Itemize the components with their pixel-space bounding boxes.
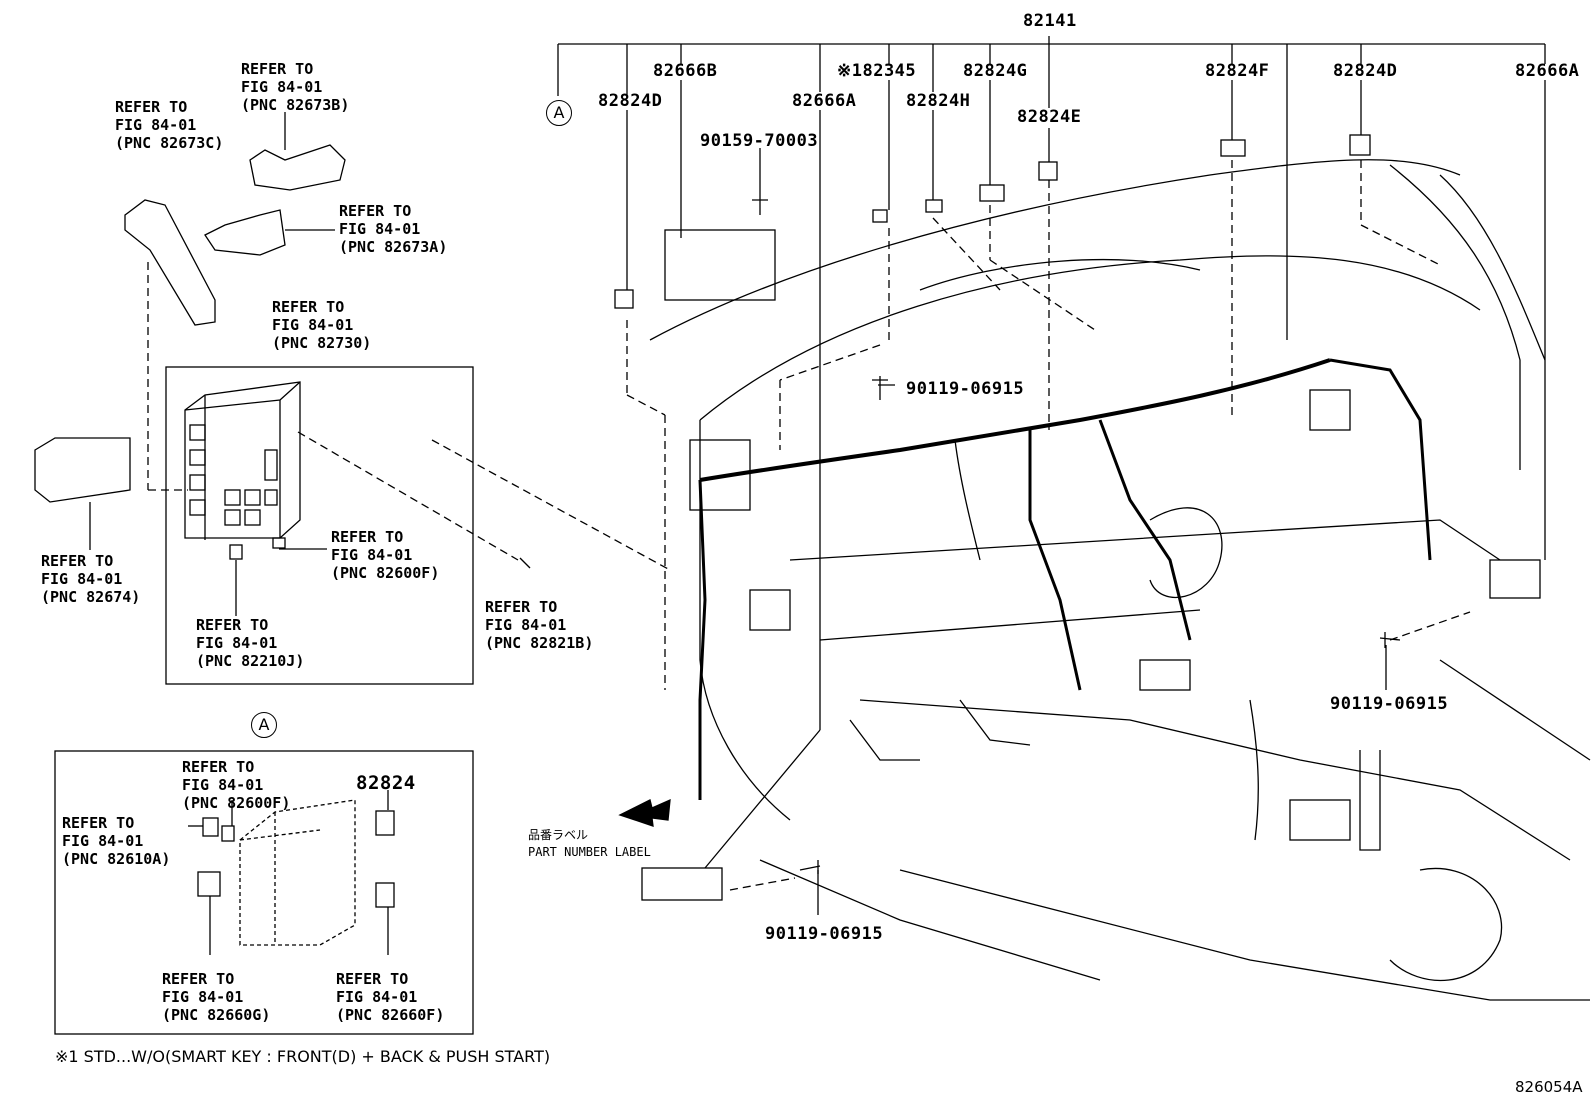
junction-block-drawing [184, 381, 327, 616]
detail-a-frame [54, 750, 474, 1035]
callout-82824-inset: 82824 [356, 772, 416, 794]
callout-82141: 82141 [1023, 11, 1077, 31]
callout-90159-70003: 90159-70003 [700, 131, 819, 151]
bolt-icons [752, 195, 1401, 874]
dashboard-sketch [614, 134, 1591, 1001]
callout-82824d-left: 82824D [598, 91, 663, 111]
callout-82824d-top: 82824D [1333, 61, 1398, 81]
circle-marker-a-detail: A [251, 712, 277, 738]
callout-90119-06915-a: 90119-06915 [906, 379, 1025, 399]
fuse-box-frame [165, 366, 474, 685]
callout-82824e: 82824E [1017, 107, 1082, 127]
footnote: ※1 STD...W/O(SMART KEY : FRONT(D) + BACK… [55, 1047, 551, 1066]
detail-a-connectors [188, 790, 395, 955]
callout-leaders [626, 80, 1546, 915]
callout-82666a-mid: 82666A [792, 91, 857, 111]
callout-82824f: 82824F [1205, 61, 1270, 81]
part-label-jp: 品番ラベル [528, 828, 589, 842]
callout-90119-06915-b: 90119-06915 [1330, 694, 1449, 714]
dashed-guides [147, 160, 1471, 891]
callout-82666a-right: 82666A [1515, 61, 1580, 81]
detail-a-relay-block [239, 799, 356, 946]
figure-code: 826054A [1515, 1078, 1583, 1096]
callout-182345: ※182345 [837, 61, 917, 81]
callout-82666b: 82666B [653, 61, 718, 81]
bracket-drawings [34, 112, 531, 569]
callout-82824g: 82824G [963, 61, 1028, 81]
callout-90119-06915-c: 90119-06915 [765, 924, 884, 944]
leader-bracket-82141 [557, 36, 1546, 340]
part-label-en: PART NUMBER LABEL [528, 845, 651, 859]
callout-82824h: 82824H [906, 91, 971, 111]
circle-marker-a-top: A [546, 100, 572, 126]
part-label-arrow-icon [618, 798, 671, 827]
